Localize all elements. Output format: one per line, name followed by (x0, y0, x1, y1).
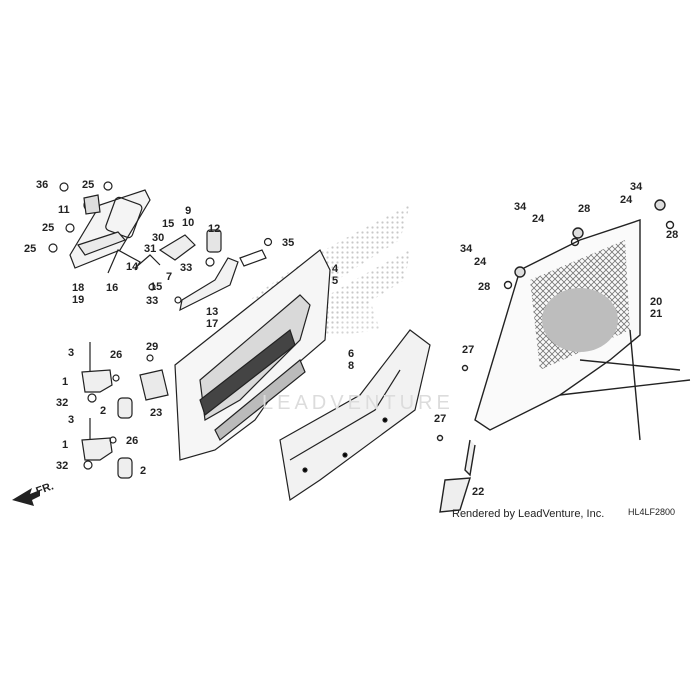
callout-23: 23 (150, 407, 163, 419)
callout-31: 31 (144, 243, 157, 255)
callout-18: 18 (72, 282, 85, 294)
brand-watermark-text: LEADVENTURE (262, 392, 454, 414)
callout-34: 34 (460, 243, 473, 255)
callout-35: 35 (282, 237, 295, 249)
render-credit: Rendered by LeadVenture, Inc. (452, 508, 605, 520)
callout-20-21: 20 21 (650, 296, 662, 320)
callout-25: 25 (42, 222, 55, 234)
callout-17: 17 (206, 318, 219, 330)
callout-13: 13 (206, 306, 219, 318)
callout-30: 30 (152, 232, 165, 244)
callout-5: 5 (332, 275, 339, 287)
callout-28: 28 (478, 281, 491, 293)
callout-21: 21 (650, 308, 663, 320)
door-handle-assembly (48, 181, 273, 312)
callout-2: 2 (100, 405, 107, 417)
diagram-code: HL4LF2800 (628, 507, 676, 517)
callout-36: 36 (36, 179, 49, 191)
callout-27: 27 (462, 344, 475, 356)
callout-34: 34 (514, 201, 527, 213)
hinge-assemblies (81, 342, 169, 479)
callout-33: 33 (180, 262, 193, 274)
callout-33: 33 (146, 295, 159, 307)
callout-1: 1 (62, 439, 69, 451)
callout-32: 32 (56, 397, 69, 409)
callout-6: 6 (348, 348, 355, 360)
callout-7: 7 (166, 271, 173, 283)
callout-24: 24 (532, 213, 545, 225)
callout-3: 3 (68, 347, 75, 359)
callout-4: 4 (332, 263, 339, 275)
front-direction-arrow (12, 488, 40, 506)
callout-25: 25 (82, 179, 95, 191)
window-net-assembly (436, 199, 691, 513)
callout-34: 34 (630, 181, 643, 193)
door-outer-panel (279, 329, 431, 502)
callout-26: 26 (126, 435, 139, 447)
callout-24: 24 (620, 194, 633, 206)
callout-15: 15 (162, 218, 175, 230)
callout-4-5: 4 5 (332, 263, 338, 287)
callout-10: 10 (182, 217, 195, 229)
callout-11: 11 (58, 204, 70, 216)
callout-28: 28 (578, 203, 591, 215)
callout-27: 27 (434, 413, 447, 425)
callout-9-10: 9 10 (182, 205, 194, 229)
callout-19: 19 (72, 294, 85, 306)
callout-2: 2 (140, 465, 147, 477)
callout-13-17: 13 17 (206, 306, 218, 330)
callout-26: 26 (110, 349, 123, 361)
callout-14: 14 (126, 261, 139, 273)
callout-18-19: 18 19 (72, 282, 84, 306)
callout-9: 9 (185, 205, 192, 217)
callout-20: 20 (650, 296, 663, 308)
callout-29: 29 (146, 341, 159, 353)
callout-22: 22 (472, 486, 485, 498)
callout-24: 24 (474, 256, 487, 268)
callout-1: 1 (62, 376, 69, 388)
callout-12: 12 (208, 223, 221, 235)
callout-3: 3 (68, 414, 75, 426)
callout-32: 32 (56, 460, 69, 472)
callout-6-8: 6 8 (348, 348, 354, 372)
callout-28: 28 (666, 229, 679, 241)
door-inner-panel (174, 249, 331, 461)
callout-16: 16 (106, 282, 119, 294)
callout-25: 25 (24, 243, 37, 255)
callout-15: 15 (150, 281, 163, 293)
callout-8: 8 (348, 360, 355, 372)
